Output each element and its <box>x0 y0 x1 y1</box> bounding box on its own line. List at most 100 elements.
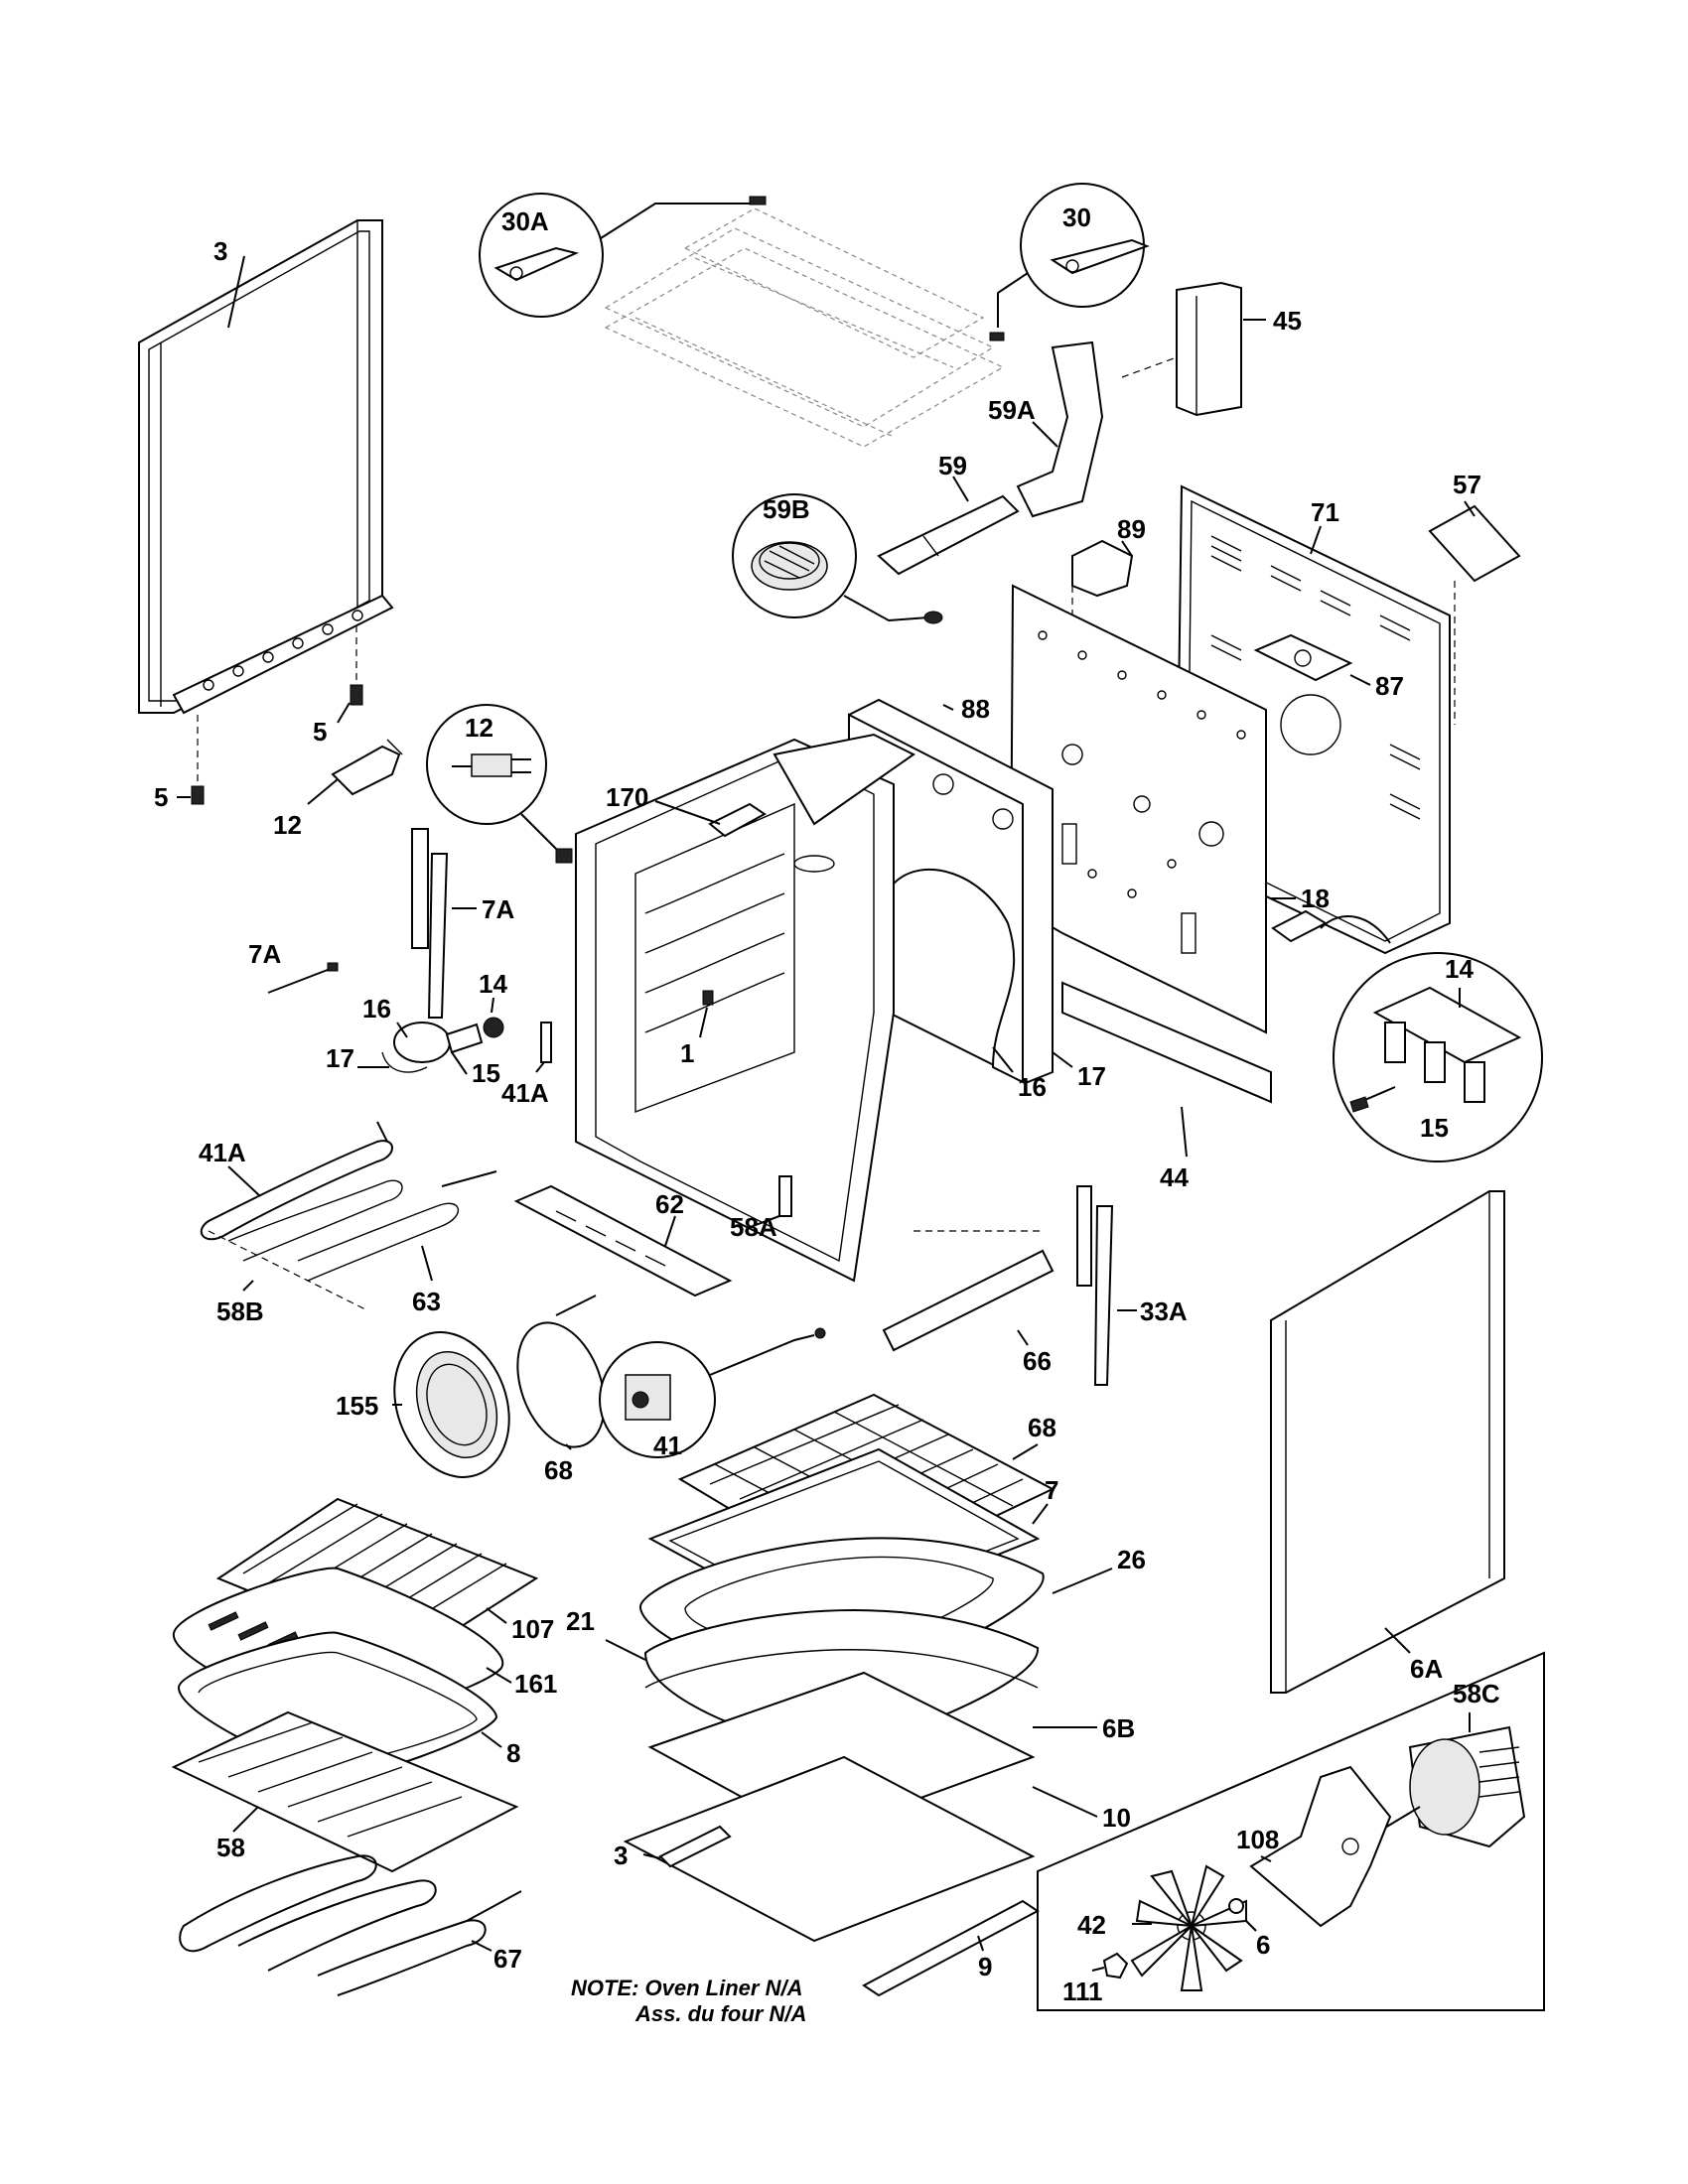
callout-25A: 10 <box>1102 1803 1131 1833</box>
callout-107: 155 <box>336 1391 378 1421</box>
fan-inset-box <box>1037 1651 1545 2011</box>
duct-59A <box>1016 341 1104 518</box>
callout-68-b: 63 <box>412 1287 441 1316</box>
callout-59B: 59B <box>763 494 810 524</box>
callout-58C: 26 <box>1117 1545 1146 1574</box>
callout-63: 15 <box>1420 1113 1449 1143</box>
callout-12: 12 <box>465 713 493 743</box>
callout-1: 18 <box>1301 884 1330 913</box>
callout-88: 88 <box>961 694 990 724</box>
callout-106: 108 <box>1236 1825 1279 1854</box>
detail-21 <box>599 1327 826 1458</box>
callout-161: 68 <box>544 1455 573 1485</box>
callout-44: 1 <box>680 1038 694 1068</box>
slide-77-left <box>658 1825 732 1868</box>
callout-26: 66 <box>1023 1346 1052 1376</box>
callout-21: 41 <box>653 1431 682 1460</box>
duct-59 <box>877 494 1020 576</box>
callout-5-a: 5 <box>313 717 327 747</box>
note-line-2: Ass. du four N/A <box>634 2001 806 2026</box>
callout-6: 58 <box>216 1833 245 1862</box>
callout-16: 16 <box>362 994 391 1024</box>
callout-41A: 41A <box>501 1078 549 1108</box>
callout-58A: 16 <box>1018 1072 1047 1102</box>
callout-45: 45 <box>1273 306 1302 336</box>
callout-67: 67 <box>493 1944 522 1974</box>
note-line-1: NOTE: Oven Liner N/A <box>571 1976 802 2000</box>
fan-cover-107 <box>393 1331 510 1478</box>
detail-62 <box>1271 909 1543 1162</box>
callout-89: 89 <box>1117 514 1146 544</box>
callout-111: 111 <box>1062 1977 1103 2006</box>
element-161 <box>516 1295 606 1448</box>
callout-3-left: 3 <box>213 236 227 266</box>
screw-5-lower <box>191 715 205 805</box>
callout-71: 71 <box>1311 497 1339 527</box>
callout-41: 58A <box>730 1212 777 1242</box>
callout-110: 6 <box>1256 1930 1270 1960</box>
drawer-bottom <box>623 1755 1036 1943</box>
callout-30A: 30A <box>501 206 549 236</box>
callout-6B: 107 <box>511 1614 554 1644</box>
callout-8: 7 <box>1045 1475 1058 1505</box>
callout-77-b: 9 <box>978 1952 992 1981</box>
oven-cavity <box>575 733 915 1283</box>
callout-7A: 7A <box>482 894 514 924</box>
detail-12 <box>426 704 573 864</box>
callout-58B: 17 <box>1077 1061 1106 1091</box>
top-rails-ghost <box>604 207 1005 448</box>
detail-30A <box>479 193 767 318</box>
slide-77-right <box>862 1899 1040 1997</box>
callout-14: 14 <box>479 969 507 999</box>
callout-17: 17 <box>326 1043 354 1073</box>
callout-9: 8 <box>506 1738 520 1768</box>
callout-62: 14 <box>1445 954 1474 984</box>
detail-30 <box>989 183 1150 341</box>
part-18 <box>708 802 767 838</box>
callout-108: 58C <box>1453 1679 1500 1708</box>
bracket-7 <box>1076 1185 1114 1386</box>
callout-37: 7A <box>248 939 281 969</box>
detail-59B <box>732 493 943 624</box>
callout-58: 21 <box>566 1606 595 1636</box>
callout-42: 6B <box>1102 1713 1135 1743</box>
plate-57 <box>1428 504 1521 725</box>
left-side-panel <box>138 219 394 715</box>
callout-7: 33A <box>1140 1297 1188 1326</box>
callout-77-a: 3 <box>614 1841 628 1870</box>
broil-element-67 <box>179 1854 522 1996</box>
bracket-170 <box>331 739 403 796</box>
callout-87: 87 <box>1375 671 1404 701</box>
rail-26 <box>882 1230 1055 1352</box>
callout-68-a: 58B <box>216 1297 264 1326</box>
callout-6A: 68 <box>1028 1413 1056 1442</box>
callout-18: 170 <box>606 782 648 812</box>
callout-59A: 59A <box>988 395 1036 425</box>
fan-109 <box>1130 1864 1247 1991</box>
lamp-assembly <box>381 1017 504 1073</box>
vent-155 <box>513 1184 733 1297</box>
callout-30: 30 <box>1062 203 1091 232</box>
bracket-7A <box>411 828 449 1019</box>
right-side-panel <box>1270 1190 1505 1694</box>
motor-108 <box>1369 1725 1526 1848</box>
rack-6 <box>171 1710 519 1873</box>
part-45-box <box>1121 281 1242 417</box>
callout-33A: 44 <box>1160 1162 1189 1192</box>
rail-33A <box>1061 981 1272 1104</box>
gasket-87 <box>1253 633 1353 682</box>
callout-57: 57 <box>1453 470 1481 499</box>
callout-66: 41A <box>199 1138 246 1167</box>
callout-59: 59 <box>938 451 967 480</box>
bracket-106 <box>1249 1765 1392 1928</box>
callout-170: 12 <box>273 810 302 840</box>
callout-109: 42 <box>1077 1910 1106 1940</box>
callout-15: 15 <box>472 1058 500 1088</box>
callout-5-b: 5 <box>154 782 168 812</box>
callout-10: 161 <box>514 1669 557 1699</box>
callout-155: 62 <box>655 1189 684 1219</box>
part-37 <box>267 962 339 994</box>
callout-3-right-label: 6A <box>1410 1654 1443 1684</box>
screw-5-upper <box>350 625 363 706</box>
